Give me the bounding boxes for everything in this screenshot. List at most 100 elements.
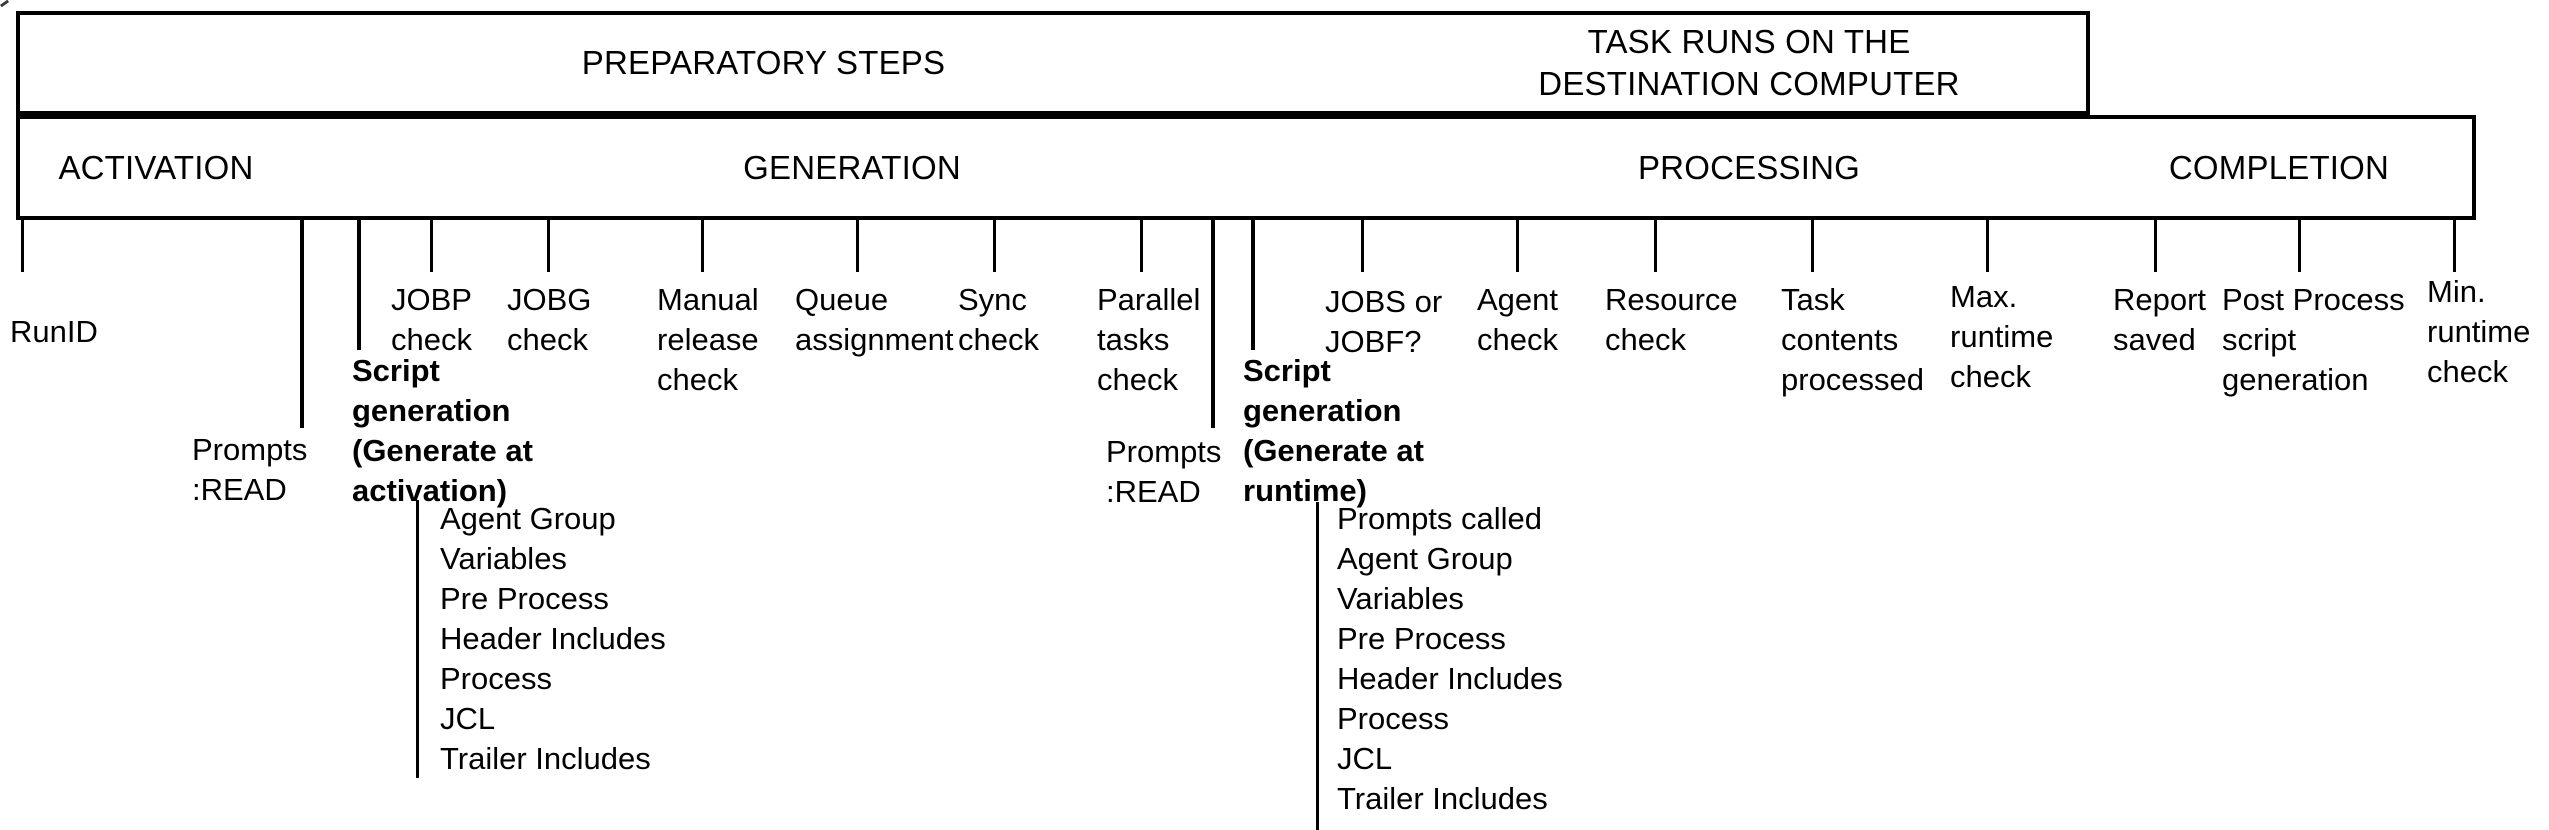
step-line: check	[2427, 354, 2508, 389]
tick-post-process-script-generation	[2298, 218, 2301, 272]
step-line: activation)	[352, 473, 508, 508]
tick-prompts-read-runtime	[1211, 218, 1215, 428]
step-line: check	[1950, 359, 2031, 394]
step-line: check	[657, 362, 738, 397]
step-script-generation-runtime: Script generation (Generate at runtime)	[1243, 351, 1424, 511]
list-item: Trailer Includes	[440, 741, 651, 776]
step-line: Min.	[2427, 274, 2486, 309]
tick-task-contents-processed	[1811, 218, 1814, 272]
tick-manual-release-check	[701, 218, 704, 272]
activation-script-items-line	[416, 500, 419, 778]
phase-box-completion: COMPLETION	[2086, 115, 2476, 220]
step-line: check	[958, 322, 1039, 357]
step-manual-release-check: Manual release check	[657, 280, 759, 400]
step-line: contents	[1781, 322, 1899, 357]
step-line: assignment	[795, 322, 954, 357]
list-item: JCL	[440, 701, 496, 736]
step-line: check	[1477, 322, 1558, 357]
list-item: Pre Process	[440, 581, 609, 616]
step-line: (Generate at	[1243, 433, 1424, 468]
step-line: Max.	[1950, 279, 2018, 314]
step-parallel-tasks-check: Parallel tasks check	[1097, 280, 1200, 400]
step-line: tasks	[1097, 322, 1170, 357]
step-line: Script	[1243, 353, 1331, 388]
step-line: Agent	[1477, 282, 1559, 317]
phase-box-generation: GENERATION	[292, 115, 1416, 220]
list-item: Prompts called	[1337, 501, 1543, 536]
tick-runid	[21, 218, 24, 272]
phase-label-task-runs-line1: TASK RUNS ON THE	[1587, 23, 1911, 60]
tick-parallel-tasks-check	[1140, 218, 1143, 272]
list-item: Process	[1337, 701, 1449, 736]
list-item: Header Includes	[440, 621, 666, 656]
step-line: RunID	[10, 314, 98, 349]
step-post-process-script-generation: Post Process script generation	[2222, 280, 2405, 400]
step-line: check	[1605, 322, 1686, 357]
list-item: Header Includes	[1337, 661, 1563, 696]
step-line: check	[391, 322, 472, 357]
phase-label-generation: GENERATION	[743, 148, 961, 186]
step-line: runtime)	[1243, 473, 1367, 508]
step-task-contents-processed: Task contents processed	[1781, 280, 1924, 400]
step-report-saved: Report saved	[2113, 280, 2206, 360]
step-line: JOBF?	[1325, 324, 1422, 359]
step-runid: RunID	[10, 312, 98, 352]
step-prompts-read-runtime: Prompts :READ	[1106, 432, 1221, 512]
step-line: processed	[1781, 362, 1925, 397]
phase-box-task-runs-destination: TASK RUNS ON THE DESTINATION COMPUTER	[1412, 11, 2090, 115]
step-prompts-read-activation: Prompts :READ	[192, 430, 307, 510]
tick-sync-check	[993, 218, 996, 272]
step-line: Prompts	[1106, 434, 1222, 469]
step-line: check	[507, 322, 588, 357]
step-min-runtime-check: Min. runtime check	[2427, 272, 2530, 392]
step-line: generation	[1243, 393, 1402, 428]
tick-jobs-or-jobf	[1361, 218, 1364, 272]
phase-label-processing: PROCESSING	[1637, 148, 1861, 186]
runtime-script-items-line	[1316, 502, 1319, 830]
step-max-runtime-check: Max. runtime check	[1950, 277, 2053, 397]
list-item: Agent Group	[1337, 541, 1513, 576]
step-line: Task	[1781, 282, 1845, 317]
tick-jobp-check	[430, 218, 433, 272]
step-line: Queue	[795, 282, 889, 317]
corner-artifact	[0, 0, 10, 8]
runtime-script-items: Prompts called Agent Group Variables Pre…	[1337, 499, 1563, 819]
step-line: runtime	[2427, 314, 2531, 349]
step-line: Parallel	[1097, 282, 1201, 317]
step-line: Report	[2113, 282, 2207, 317]
step-line: Sync	[958, 282, 1027, 317]
tick-jobg-check	[547, 218, 550, 272]
step-line: runtime	[1950, 319, 2054, 354]
step-line: generation	[2222, 362, 2369, 397]
step-line: JOBP	[391, 282, 472, 317]
phase-label-completion: COMPLETION	[2168, 148, 2390, 186]
step-line: JOBS or	[1325, 284, 1443, 319]
step-line: :READ	[1106, 474, 1201, 509]
tick-prompts-read-activation	[300, 218, 304, 428]
step-line: Post Process	[2222, 282, 2405, 317]
phase-label-task-runs-line2: DESTINATION COMPUTER	[1538, 65, 1960, 102]
phase-label-activation: ACTIVATION	[58, 148, 254, 186]
step-jobp-check: JOBP check	[391, 280, 472, 360]
step-line: Prompts	[192, 432, 308, 467]
step-line: script	[2222, 322, 2297, 357]
step-line: Manual	[657, 282, 759, 317]
tick-min-runtime-check	[2453, 218, 2456, 272]
step-sync-check: Sync check	[958, 280, 1039, 360]
step-line: JOBG	[507, 282, 592, 317]
step-line: release	[657, 322, 759, 357]
phase-box-activation: ACTIVATION	[16, 115, 296, 220]
tick-queue-assignment	[856, 218, 859, 272]
tick-resource-check	[1654, 218, 1657, 272]
step-jobg-check: JOBG check	[507, 280, 591, 360]
step-line: generation	[352, 393, 511, 428]
step-queue-assignment: Queue assignment	[795, 280, 954, 360]
list-item: Process	[440, 661, 552, 696]
step-agent-check: Agent check	[1477, 280, 1558, 360]
step-script-generation-activation: Script generation (Generate at activatio…	[352, 351, 533, 511]
step-line: check	[1097, 362, 1178, 397]
tick-script-generation-runtime	[1251, 218, 1255, 350]
list-item: Trailer Includes	[1337, 781, 1548, 816]
tick-script-generation-activation	[357, 218, 361, 350]
